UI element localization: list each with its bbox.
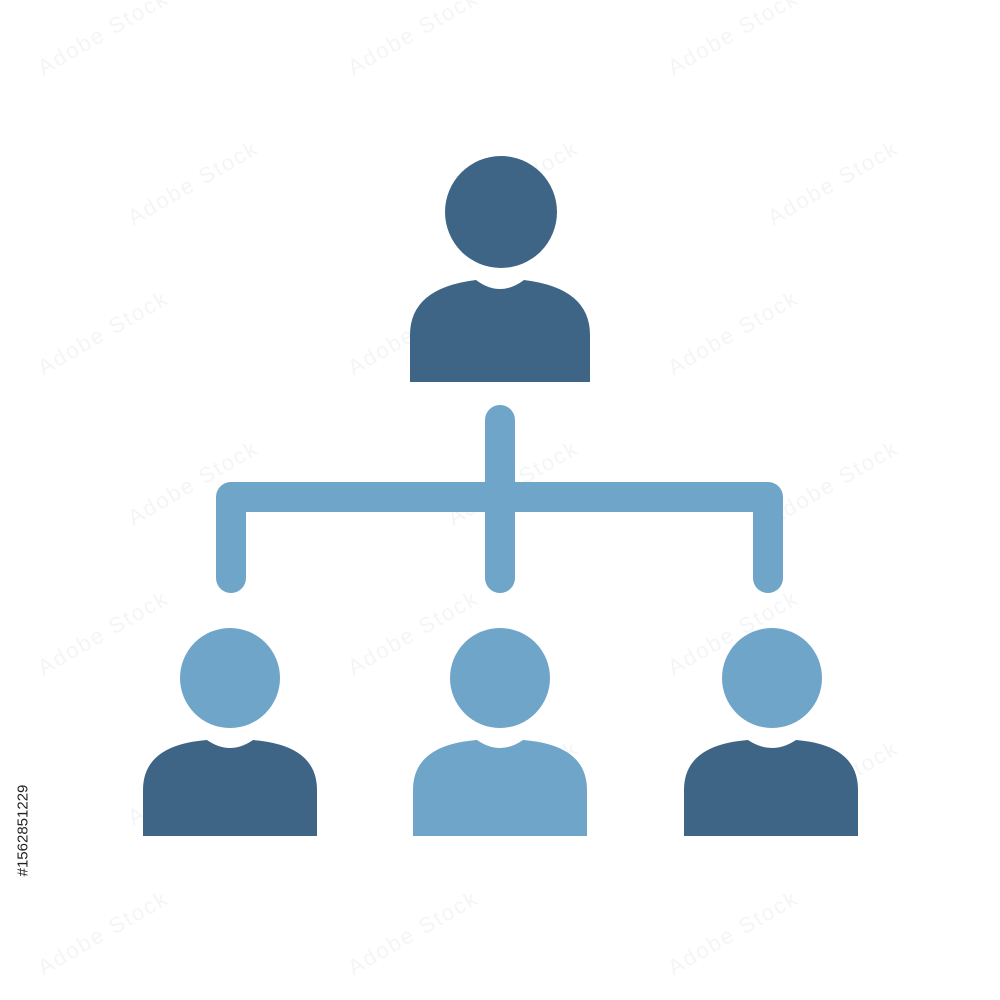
bottom-person-center-body — [413, 740, 587, 836]
bottom-person-right-head — [722, 628, 822, 728]
top-person-head — [445, 156, 557, 268]
top-person-icon — [410, 156, 590, 382]
bottom-person-right-icon — [684, 628, 858, 836]
bottom-person-center-icon — [413, 628, 587, 836]
stock-id-text: #1562851229 — [14, 784, 32, 876]
stock-id-label: #1562851229 — [8, 755, 38, 905]
top-person-body — [410, 280, 590, 382]
bottom-person-center-head — [450, 628, 550, 728]
bottom-person-left-head — [180, 628, 280, 728]
connector-lines-icon — [216, 405, 783, 593]
bottom-person-left-body — [143, 740, 317, 836]
bottom-person-left-icon — [143, 628, 317, 836]
bottom-person-right-body — [684, 740, 858, 836]
connector-path — [216, 405, 783, 593]
